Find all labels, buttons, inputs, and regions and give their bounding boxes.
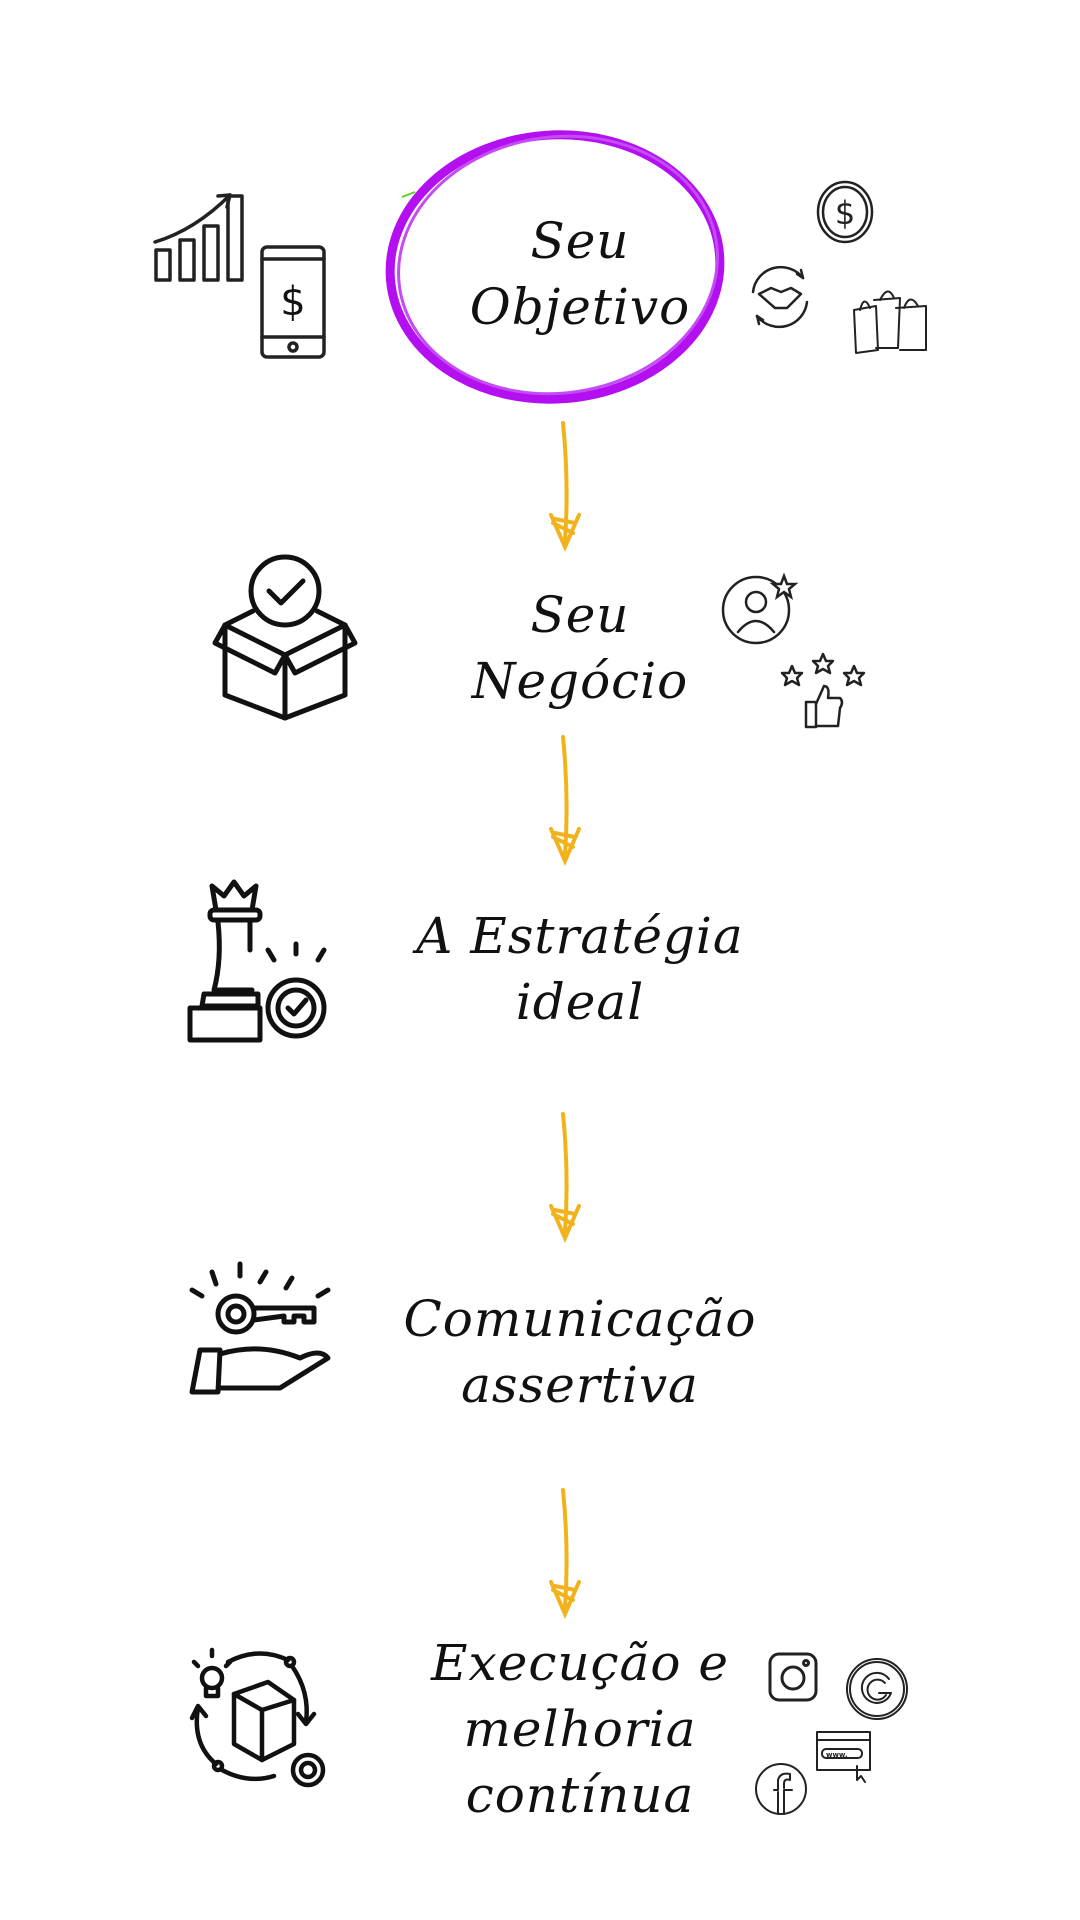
- step-line: Seu: [530, 586, 630, 644]
- website-browser-icon: www.: [816, 1731, 871, 1783]
- step-estrategia-ideal: A Estratégia ideal: [340, 903, 820, 1035]
- step-line: A Estratégia: [416, 907, 744, 965]
- instagram-icon: [768, 1652, 818, 1702]
- step-line: Execução e: [431, 1634, 729, 1692]
- svg-text:$: $: [280, 279, 305, 325]
- step-comunicacao-assertiva: Comunicação assertiva: [340, 1286, 820, 1418]
- step-line: melhoria: [463, 1700, 697, 1758]
- key-in-hand-icon: [189, 1261, 331, 1395]
- step-execucao-melhoria: Execução e melhoria contínua: [340, 1630, 820, 1828]
- down-arrow-icon: [549, 1488, 581, 1619]
- dollar-coin-icon: $: [816, 180, 874, 244]
- step-line: Objetivo: [469, 278, 691, 336]
- user-star-icon: [721, 572, 799, 645]
- step-line: ideal: [515, 973, 645, 1031]
- step-line: contínua: [465, 1766, 695, 1824]
- facebook-icon: [755, 1763, 807, 1815]
- step-line: Seu: [530, 212, 630, 270]
- thumbs-up-stars-icon: [780, 652, 866, 729]
- chess-queen-gear-icon: [187, 879, 327, 1043]
- box-checkmark-icon: [212, 554, 358, 721]
- phone-dollar-icon: $: [260, 245, 326, 359]
- step-seu-objetivo: Seu Objetivo: [340, 208, 820, 340]
- google-icon: [846, 1658, 908, 1720]
- step-seu-negocio: Seu Negócio: [340, 582, 820, 714]
- down-arrow-icon: [549, 421, 581, 552]
- purple-highlight-circle: [385, 130, 725, 404]
- step-line: assertiva: [461, 1356, 699, 1414]
- step-line: Negócio: [471, 652, 689, 710]
- continuous-improvement-cycle-icon: [189, 1647, 326, 1788]
- down-arrow-icon: [549, 735, 581, 866]
- svg-text:$: $: [835, 194, 855, 232]
- step-line: Comunicação: [403, 1290, 757, 1348]
- shopping-bags-icon: [853, 290, 927, 354]
- down-arrow-icon: [549, 1112, 581, 1243]
- browser-url-text: www.: [826, 1751, 848, 1759]
- handshake-icon: [751, 265, 809, 329]
- growth-chart-icon: [153, 193, 244, 282]
